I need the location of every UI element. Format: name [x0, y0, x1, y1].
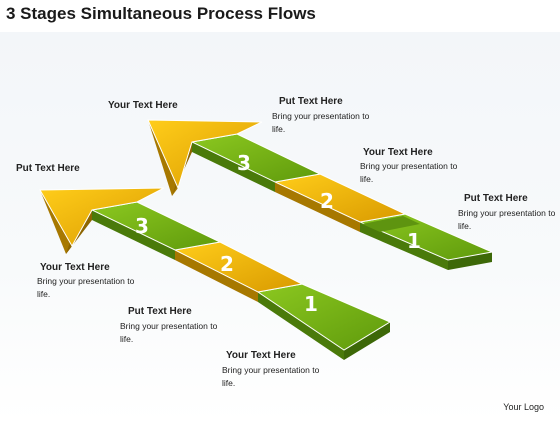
lower-arrow-head [39, 187, 165, 254]
page-title: 3 Stages Simultaneous Process Flows [6, 4, 316, 23]
upper-stage-number-3: 3 [237, 151, 251, 175]
upper-arrow-head-heading: Your Text Here [108, 100, 178, 111]
lower-stage-number-3: 3 [135, 214, 149, 238]
lower-stage-2-body: Bring your presentation to life. [120, 321, 218, 344]
lower-stage-3-body: Bring your presentation to life. [37, 276, 135, 299]
lower-stage-1-heading: Your Text Here [226, 350, 296, 361]
lower-stage-number-2: 2 [220, 252, 234, 276]
lower-stage-1-body: Bring your presentation to life. [222, 365, 320, 388]
logo-text: Your Logo [503, 402, 544, 412]
upper-stage-number-2: 2 [320, 189, 334, 213]
upper-stage-number-1: 1 [407, 229, 421, 253]
upper-stage-1-body: Bring your presentation to life. [458, 208, 556, 231]
upper-stage-3-body: Bring your presentation to life. [272, 111, 370, 134]
upper-arrow-head [147, 119, 263, 196]
lower-stage-2-heading: Put Text Here [128, 306, 192, 317]
upper-stage-2-body: Bring your presentation to life. [360, 161, 458, 184]
upper-stage-3-heading: Put Text Here [279, 96, 343, 107]
upper-stage-2-heading: Your Text Here [363, 147, 433, 158]
lower-stage-3-heading: Your Text Here [40, 262, 110, 273]
lower-arrow-head-heading: Put Text Here [16, 163, 80, 174]
background-band [0, 32, 560, 422]
upper-arrow [147, 119, 494, 270]
lower-arrow [39, 187, 392, 360]
upper-stage-1-heading: Put Text Here [464, 193, 528, 204]
lower-segment-1 [256, 283, 392, 360]
lower-stage-number-1: 1 [304, 292, 318, 316]
upper-segment-1 [358, 213, 494, 270]
